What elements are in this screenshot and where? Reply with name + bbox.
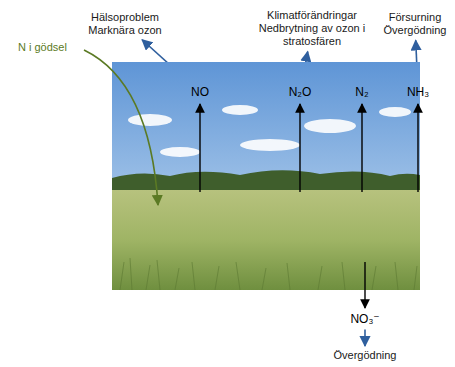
text-node: Hälsoproblem Marknära ozon: [79, 10, 171, 38]
input-arrow: [84, 50, 158, 205]
tree-line: [112, 170, 420, 192]
node-text: N₂: [355, 85, 368, 99]
node-text: NH₃: [407, 85, 429, 99]
node-text: N i gödsel: [18, 41, 67, 54]
effect-arrow: [364, 329, 366, 346]
text-node: NO₃⁻: [348, 311, 381, 327]
text-node: Försurning Övergödning: [378, 10, 452, 38]
emission-arrows: [200, 104, 418, 308]
node-text: N₂O: [289, 85, 312, 99]
text-node: Klimatförändringar Nedbrytning av ozon i…: [249, 8, 375, 50]
node-text: NO₃⁻: [350, 312, 379, 326]
node-text: NO: [191, 85, 209, 99]
text-node: Övergödning: [332, 348, 399, 363]
node-text: Klimatförändringar Nedbrytning av ozon i…: [251, 9, 373, 49]
node-text: Försurning Övergödning: [380, 11, 450, 37]
text-node: N₂: [353, 84, 370, 100]
text-node: N₂O: [287, 84, 314, 100]
sky: [112, 62, 420, 290]
node-text: Övergödning: [334, 349, 397, 362]
text-node: NH₃: [405, 84, 431, 100]
node-text: Hälsoproblem Marknära ozon: [81, 11, 169, 37]
field: [112, 190, 420, 290]
text-node: NO: [189, 84, 211, 100]
grass: [120, 258, 417, 290]
text-node: N i gödsel: [16, 40, 69, 55]
clouds: [128, 105, 411, 157]
